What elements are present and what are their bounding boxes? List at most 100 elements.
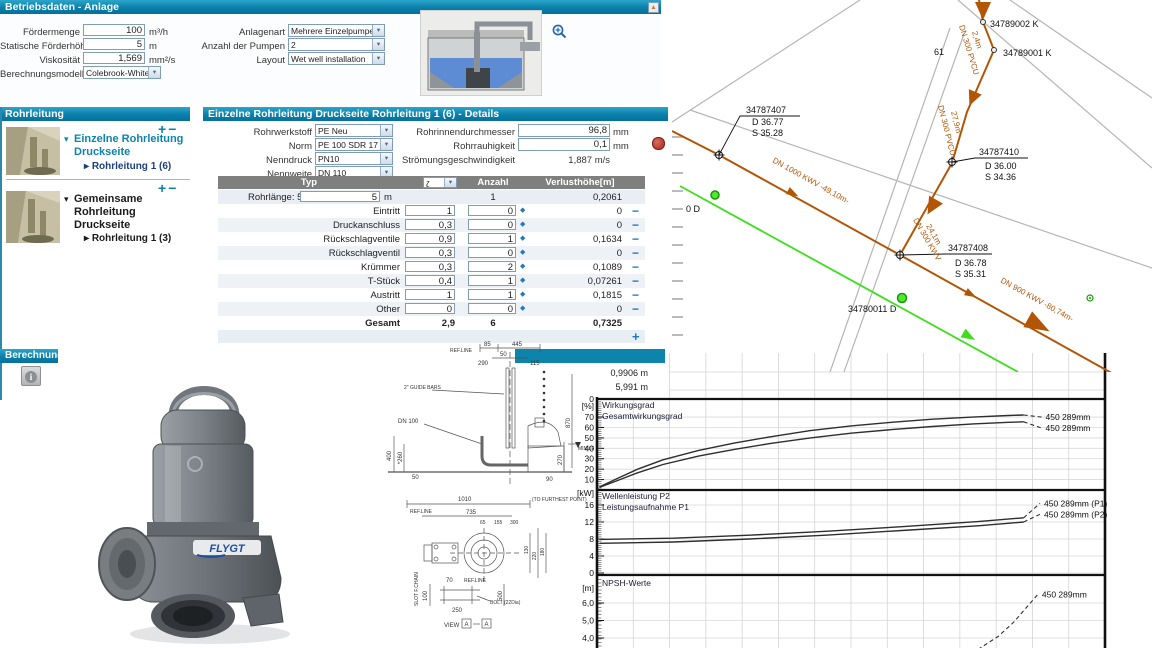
zeta-input[interactable]: 0,3 — [405, 247, 455, 258]
anzahl-input[interactable]: 0 — [468, 205, 516, 216]
remove-row-button[interactable]: − — [632, 260, 640, 274]
tree-group1-item[interactable]: ▸ Rohrleitung 1 (6) — [84, 161, 172, 172]
anzahl-input[interactable]: 0 — [468, 303, 516, 314]
left-accent-strip — [0, 107, 2, 400]
zeta-input[interactable]: 1 — [405, 205, 455, 216]
svg-text:60: 60 — [585, 422, 595, 432]
svg-text:70: 70 — [585, 412, 595, 422]
durchmesser-input[interactable]: 96,8 — [518, 124, 610, 137]
remove-row-button[interactable]: − — [632, 218, 640, 232]
group2-add-remove[interactable]: +− — [158, 180, 178, 196]
zeta-select[interactable]: ζ ▾ — [423, 177, 457, 188]
add-row-button[interactable]: + — [632, 329, 640, 344]
zeta-input[interactable]: 0,4 — [405, 275, 455, 286]
plus-icon[interactable]: + — [158, 121, 169, 137]
map-node-markers[interactable] — [713, 19, 997, 261]
nenndruck-select[interactable]: PN10 ▾ — [315, 152, 393, 165]
foerderhoehe-input[interactable]: 5 — [83, 38, 145, 50]
foerderhoehe-label: Statische Förderhöhe — [0, 41, 91, 52]
svg-text:6,0: 6,0 — [582, 598, 594, 608]
anzahl-pumpen-select[interactable]: 2 ▾ — [288, 38, 385, 51]
werkstoff-select[interactable]: PE Neu ▾ — [315, 124, 393, 137]
zeta-input[interactable]: 0,3 — [405, 219, 455, 230]
rauhigkeit-input[interactable]: 0,1 — [518, 138, 610, 151]
zoom-magnifier-icon[interactable] — [552, 24, 567, 39]
anzahl-input[interactable]: 0 — [468, 247, 516, 258]
tree-expand-icon[interactable]: ▾ — [64, 134, 69, 144]
anzahl-input[interactable]: 0 — [468, 219, 516, 230]
zeta-input[interactable]: 0 — [405, 303, 455, 314]
svg-text:NPSH-Werte: NPSH-Werte — [602, 578, 651, 588]
spinner-icon[interactable]: ◆ — [520, 291, 526, 298]
minus-icon[interactable]: − — [168, 121, 179, 137]
layout-label: Layout — [256, 55, 285, 66]
viskositaet-label: Viskosität — [39, 55, 80, 66]
svg-text:50: 50 — [412, 475, 419, 481]
tree-group1-title[interactable]: Einzelne Rohrleitung Druckseite — [74, 133, 184, 158]
remove-row-button[interactable]: − — [632, 204, 640, 218]
zeta-input[interactable]: 0,3 — [405, 261, 455, 272]
plus-icon[interactable]: + — [158, 180, 169, 196]
svg-text:270: 270 — [558, 454, 564, 465]
layout-select[interactable]: Wet well installation ▾ — [288, 52, 385, 65]
page-title: Betriebsdaten - Anlage — [5, 1, 119, 13]
spinner-icon[interactable]: ◆ — [520, 207, 526, 214]
tree-expand-icon[interactable]: ▾ — [64, 194, 69, 204]
svg-text:450 289mm: 450 289mm — [1046, 412, 1091, 422]
remove-row-button[interactable]: − — [632, 288, 640, 302]
tree-leaf-icon: ▸ — [84, 161, 90, 172]
spinner-icon[interactable]: ◆ — [520, 263, 526, 270]
norm-select[interactable]: PE 100 SDR 17 ▾ — [315, 138, 393, 151]
viskositaet-input[interactable]: 1,569 — [83, 52, 145, 64]
table-row: Eintritt 1 0 ◆ 0 − — [218, 204, 645, 218]
anzahl-input[interactable]: 2 — [468, 261, 516, 272]
remove-row-button[interactable]: − — [632, 232, 640, 246]
modell-select[interactable]: Colebrook-White ▾ — [83, 66, 161, 79]
minus-icon[interactable]: − — [168, 180, 179, 196]
foerdermenge-input[interactable]: 100 — [83, 24, 145, 36]
map-leader-lines — [718, 115, 1028, 256]
dropdown-arrow-icon: ▾ — [380, 167, 392, 178]
svg-text:450 289mm: 450 289mm — [1046, 423, 1091, 433]
svg-text:REF.LINE: REF.LINE — [464, 578, 487, 584]
spinner-icon[interactable]: ◆ — [520, 235, 526, 242]
info-button[interactable]: i — [21, 366, 41, 386]
svg-text:[m]: [m] — [582, 583, 594, 593]
tree-group2-title[interactable]: Gemeinsame Rohrleitung Druckseite — [74, 193, 143, 231]
spinner-icon[interactable]: ◆ — [520, 277, 526, 284]
rohrleitung-header: Rohrleitung — [0, 107, 190, 121]
svg-text:[%]: [%] — [582, 401, 594, 411]
foerderhoehe-unit: m — [149, 41, 157, 52]
dropdown-arrow-icon: ▾ — [380, 153, 392, 164]
pipe-thumbnail-1[interactable] — [6, 127, 60, 175]
pipe-thumbnail-2[interactable] — [6, 191, 60, 243]
nennweite-select[interactable]: DN 110 ▾ — [315, 166, 393, 179]
zeta-input[interactable]: 0,9 — [405, 233, 455, 244]
anzahl-input[interactable]: 1 — [468, 233, 516, 244]
zeta-input[interactable]: 1 — [405, 289, 455, 300]
remove-row-button[interactable]: − — [632, 302, 640, 316]
table-row: Other 0 0 ◆ 0 − — [218, 302, 645, 316]
svg-text:(TO FURTHEST POINT): (TO FURTHEST POINT) — [532, 497, 587, 503]
collapse-panel-button[interactable]: ▲ — [648, 2, 659, 13]
up-arrow-icon: ▲ — [650, 4, 657, 11]
node-label: 34789001 K — [1003, 48, 1052, 58]
spinner-icon[interactable]: ◆ — [520, 221, 526, 228]
spinner-icon[interactable]: ◆ — [520, 249, 526, 256]
svg-text:90: 90 — [546, 477, 553, 483]
anlagenart-select[interactable]: Mehrere Einzelpumpen P ▾ — [288, 24, 385, 37]
dropdown-arrow-icon: ▾ — [380, 125, 392, 136]
tree-group2-item[interactable]: ▸ Rohrleitung 1 (3) — [84, 233, 172, 244]
rauhigkeit-info-icon[interactable] — [652, 137, 665, 150]
group1-add-remove[interactable]: +− — [158, 121, 178, 137]
table-row: Rückschlagventil 0,3 0 ◆ 0 − — [218, 246, 645, 260]
remove-row-button[interactable]: − — [632, 274, 640, 288]
remove-row-button[interactable]: − — [632, 246, 640, 260]
pipe-network-map[interactable]: 61 — [672, 0, 1152, 372]
loss-table-header: Typ ζ ▾ Anzahl Verlusthöhe[m] — [218, 176, 645, 189]
length-input[interactable]: 5 — [300, 191, 380, 202]
anzahl-input[interactable]: 1 — [468, 289, 516, 300]
spinner-icon[interactable]: ◆ — [520, 305, 526, 312]
anzahl-input[interactable]: 1 — [468, 275, 516, 286]
dropdown-arrow-icon: ▾ — [372, 53, 384, 64]
